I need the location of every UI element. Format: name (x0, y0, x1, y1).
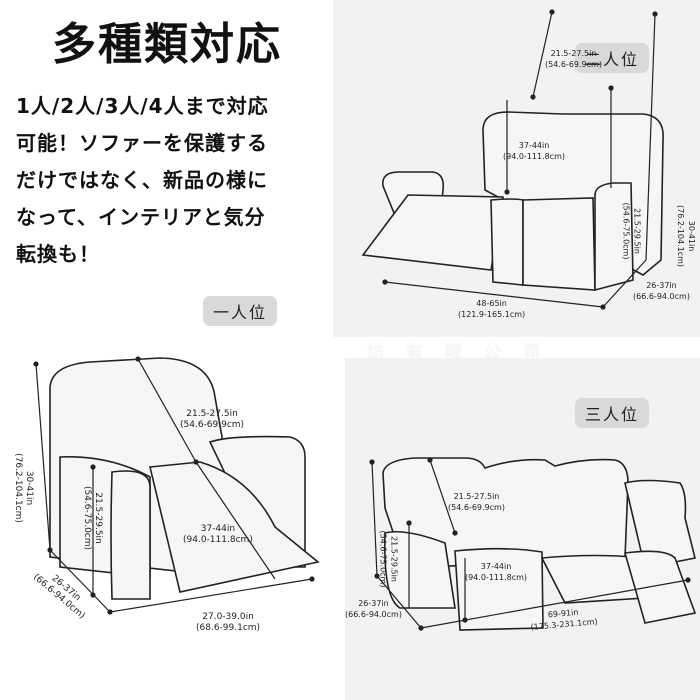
dim-cm: (94.0-111.8cm) (183, 535, 253, 545)
dim-in: 37-44in (200, 524, 236, 534)
dim-cm: (54.6-75.0cm) (621, 202, 631, 260)
width-label: 48-65in (121.9-165.1cm) (458, 298, 525, 320)
headline: 多種類対応 (52, 19, 282, 70)
arm-height-label: 21.5-29.5in(54.6-75.0cm) (81, 486, 103, 550)
dim-in: 30-41in (687, 220, 697, 252)
back-height-label: 21.5-27.5in (54.6-69.9cm) (545, 48, 602, 70)
three-seat-panel: 纺有限公司 三人位 21.5-27.5in (54.6-69.9cm) 37-44… (345, 343, 700, 700)
dim-in: 30-41in (23, 470, 34, 506)
dim-cm: (54.6-75.0cm) (378, 530, 388, 588)
dim-cm: (94.0-111.8cm) (465, 573, 528, 582)
two-seat-panel: 二人位 21.5-27.5in (54.6-69.9cm) 37-44in (94.… (333, 0, 700, 337)
dim-in: 48-65in (476, 299, 507, 308)
description-line: 転換も！ (16, 242, 100, 266)
one-seat-panel: 21.5-27.5in(54.6-69.9cm) 37-44in(94.0-11… (0, 337, 345, 700)
watermark: 纺有限公司 (367, 343, 562, 363)
dim-cm: (66.6-94.0cm) (633, 292, 690, 301)
description-line: なって、インテリアと気分 (16, 205, 266, 229)
back-height-label: 21.5-27.5in(54.6-69.9cm) (180, 409, 244, 431)
intro-panel: 多種類対応 1人/2人/3人/4人まで対応 可能！ソファーを保護する だけではな… (0, 0, 333, 337)
two-seat-sofa-illustration (361, 9, 664, 310)
dim-in: 26-37in (358, 599, 389, 608)
width-label: 27.0-39.0in(68.6-99.1cm) (196, 612, 260, 634)
dim-in: 26-37in (646, 281, 677, 290)
dim-in: 21.5-27.5in (186, 409, 238, 419)
dim-in: 21.5-29.5in (93, 492, 104, 544)
depth-label: 26-37in (66.6-94.0cm) (345, 598, 402, 620)
three-seat-badge: 三人位 (575, 398, 650, 428)
dim-cm: (68.6-99.1cm) (196, 623, 261, 633)
dim-cm: (76.2-104.1cm) (12, 453, 23, 523)
two-seat-badge: 二人位 (575, 43, 650, 73)
total-height-label: 30-41in(76.2-104.1cm) (12, 453, 34, 523)
dim-in: 27.0-39.0in (202, 612, 254, 622)
three-seat-sofa-illustration (369, 457, 697, 631)
dim-in: 21.5-29.5in (632, 208, 642, 254)
dim-cm: (66.6-94.0cm) (345, 610, 402, 619)
dim-in: 21.5-27.5in (453, 492, 500, 501)
dim-cm: (54.6-69.9cm) (180, 420, 245, 430)
description-line: 可能！ソファーを保護する (16, 131, 268, 155)
description-line: 1人/2人/3人/4人まで対応 (16, 94, 269, 118)
dim-in: 37-44in (480, 562, 512, 571)
arm-height-label: 21.5-29.5in(54.6-75.0cm) (620, 203, 642, 260)
seat-depth-label: 37-44in(94.0-111.8cm) (183, 524, 253, 546)
description-line: だけではなく、新品の様に (16, 168, 268, 192)
dim-cm: (76.2-104.1cm) (676, 204, 686, 268)
description: 1人/2人/3人/4人まで対応 可能！ソファーを保護する だけではなく、新品の様… (16, 88, 326, 273)
dim-cm: (54.6-69.9cm) (448, 503, 505, 512)
dim-in: 21.5-27.5in (550, 49, 597, 58)
arm-height-label: 21.5-29.5in(54.6-75.0cm) (377, 531, 399, 588)
one-seat-recliner-illustration (33, 356, 320, 615)
seat-depth-label: 37-44in (94.0-111.8cm) (503, 140, 565, 162)
dim-in: 37-44in (518, 141, 550, 150)
total-height-label: 30-41in(76.2-104.1cm) (675, 205, 697, 267)
dim-cm: (121.9-165.1cm) (458, 310, 526, 319)
dim-cm: (94.0-111.8cm) (503, 152, 566, 161)
depth-label: 26-37in (66.6-94.0cm) (633, 280, 690, 302)
dim-in: 21.5-29.5in (389, 536, 399, 582)
back-height-label: 21.5-27.5in (54.6-69.9cm) (448, 491, 505, 513)
seat-depth-label: 37-44in (94.0-111.8cm) (465, 561, 527, 583)
one-seat-badge: 一人位 (203, 296, 278, 326)
dim-cm: (54.6-69.9cm) (545, 60, 602, 69)
dim-cm: (54.6-75.0cm) (82, 485, 93, 551)
